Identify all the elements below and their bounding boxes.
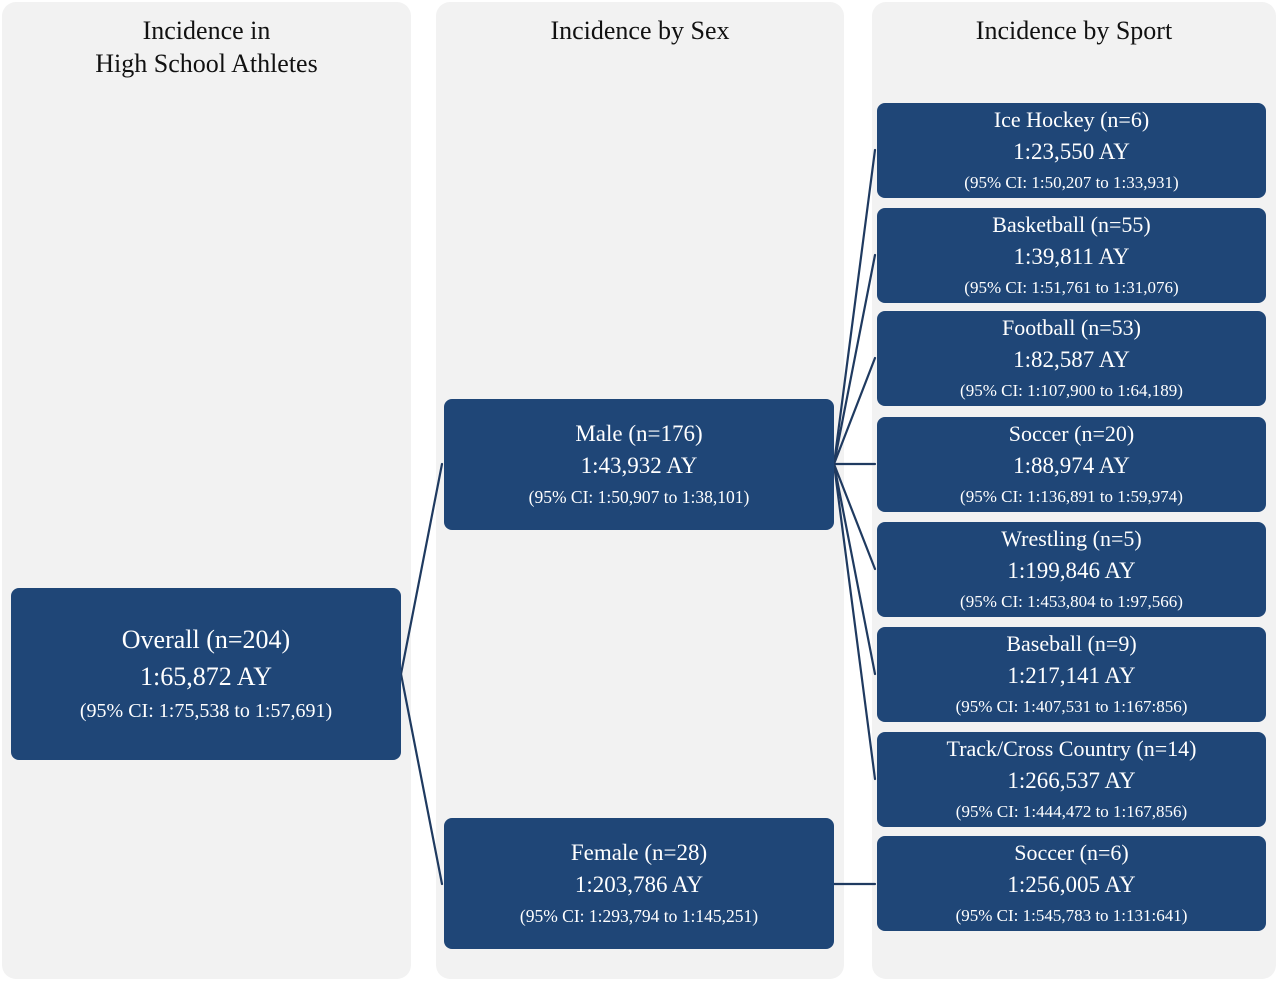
node-sport-wrestling: Wrestling (n=5) 1:199,846 AY (95% CI: 1:… — [877, 522, 1266, 617]
node-overall: Overall (n=204) 1:65,872 AY (95% CI: 1:7… — [11, 588, 401, 760]
node-ci: (95% CI: 1:51,761 to 1:31,076) — [964, 277, 1179, 297]
node-ci: (95% CI: 1:545,783 to 1:131:641) — [955, 905, 1188, 925]
node-title: Basketball (n=55) — [992, 211, 1151, 237]
node-rate: 1:82,587 AY — [1013, 346, 1130, 372]
column-header-sex: Incidence by Sex — [436, 14, 844, 47]
connector-overall-female — [399, 672, 444, 886]
node-title: Ice Hockey (n=6) — [993, 106, 1150, 132]
header-line: Incidence by Sex — [550, 16, 730, 45]
node-rate: 1:217,141 AY — [1007, 662, 1136, 688]
connector-overall-male — [399, 462, 444, 676]
node-female: Female (n=28) 1:203,786 AY (95% CI: 1:29… — [444, 818, 834, 949]
header-line: Incidence in — [142, 16, 271, 45]
node-title: Soccer (n=6) — [1014, 839, 1129, 865]
node-sport-football: Football (n=53) 1:82,587 AY (95% CI: 1:1… — [877, 311, 1266, 406]
connector-male-wrestling — [832, 462, 877, 571]
node-title: Football (n=53) — [1002, 314, 1141, 340]
node-ci: (95% CI: 1:293,794 to 1:145,251) — [519, 905, 759, 926]
column-overall: Incidence in High School Athletes — [2, 2, 411, 979]
node-title: Soccer (n=20) — [1008, 420, 1135, 446]
header-line: High School Athletes — [95, 49, 318, 78]
node-title: Wrestling (n=5) — [1001, 525, 1142, 551]
node-rate: 1:23,550 AY — [1013, 138, 1130, 164]
node-rate: 1:39,811 AY — [1013, 243, 1130, 269]
header-line: Incidence by Sport — [975, 16, 1173, 45]
node-title: Male (n=176) — [575, 420, 703, 446]
connector-male-ice-hockey — [832, 148, 877, 466]
node-male: Male (n=176) 1:43,932 AY (95% CI: 1:50,9… — [444, 399, 834, 530]
node-ci: (95% CI: 1:453,804 to 1:97,566) — [960, 591, 1183, 611]
node-sport-ice-hockey: Ice Hockey (n=6) 1:23,550 AY (95% CI: 1:… — [877, 103, 1266, 198]
node-sport-basketball: Basketball (n=55) 1:39,811 AY (95% CI: 1… — [877, 208, 1266, 303]
node-ci: (95% CI: 1:50,207 to 1:33,931) — [964, 172, 1179, 192]
node-rate: 1:266,537 AY — [1007, 767, 1136, 793]
node-title: Track/Cross Country (n=14) — [946, 735, 1197, 761]
connector-male-baseball — [832, 462, 877, 676]
node-ci: (95% CI: 1:75,538 to 1:57,691) — [79, 700, 333, 722]
node-rate: 1:43,932 AY — [580, 452, 698, 478]
connector-male-track — [832, 462, 877, 781]
node-ci: (95% CI: 1:444,472 to 1:167,856) — [955, 801, 1188, 821]
node-rate: 1:88,974 AY — [1013, 452, 1130, 478]
node-ci: (95% CI: 1:407,531 to 1:167:856) — [955, 696, 1188, 716]
node-title: Female (n=28) — [570, 839, 708, 865]
node-sport-soccer-female: Soccer (n=6) 1:256,005 AY (95% CI: 1:545… — [877, 836, 1266, 931]
connector-male-football — [832, 356, 877, 466]
node-ci: (95% CI: 1:50,907 to 1:38,101) — [528, 486, 750, 507]
node-ci: (95% CI: 1:107,900 to 1:64,189) — [960, 380, 1183, 400]
node-sport-track-cross-country: Track/Cross Country (n=14) 1:266,537 AY … — [877, 732, 1266, 827]
node-title: Baseball (n=9) — [1006, 630, 1137, 656]
node-sport-baseball: Baseball (n=9) 1:217,141 AY (95% CI: 1:4… — [877, 627, 1266, 722]
node-title: Overall (n=204) — [121, 625, 291, 654]
column-header-overall: Incidence in High School Athletes — [2, 14, 411, 80]
column-header-sport: Incidence by Sport — [872, 14, 1276, 47]
node-rate: 1:256,005 AY — [1007, 871, 1136, 897]
node-ci: (95% CI: 1:136,891 to 1:59,974) — [960, 486, 1183, 506]
node-sport-soccer-male: Soccer (n=20) 1:88,974 AY (95% CI: 1:136… — [877, 417, 1266, 512]
node-rate: 1:203,786 AY — [574, 871, 704, 897]
node-rate: 1:65,872 AY — [140, 662, 272, 691]
connector-male-basketball — [832, 253, 877, 466]
node-rate: 1:199,846 AY — [1007, 557, 1136, 583]
